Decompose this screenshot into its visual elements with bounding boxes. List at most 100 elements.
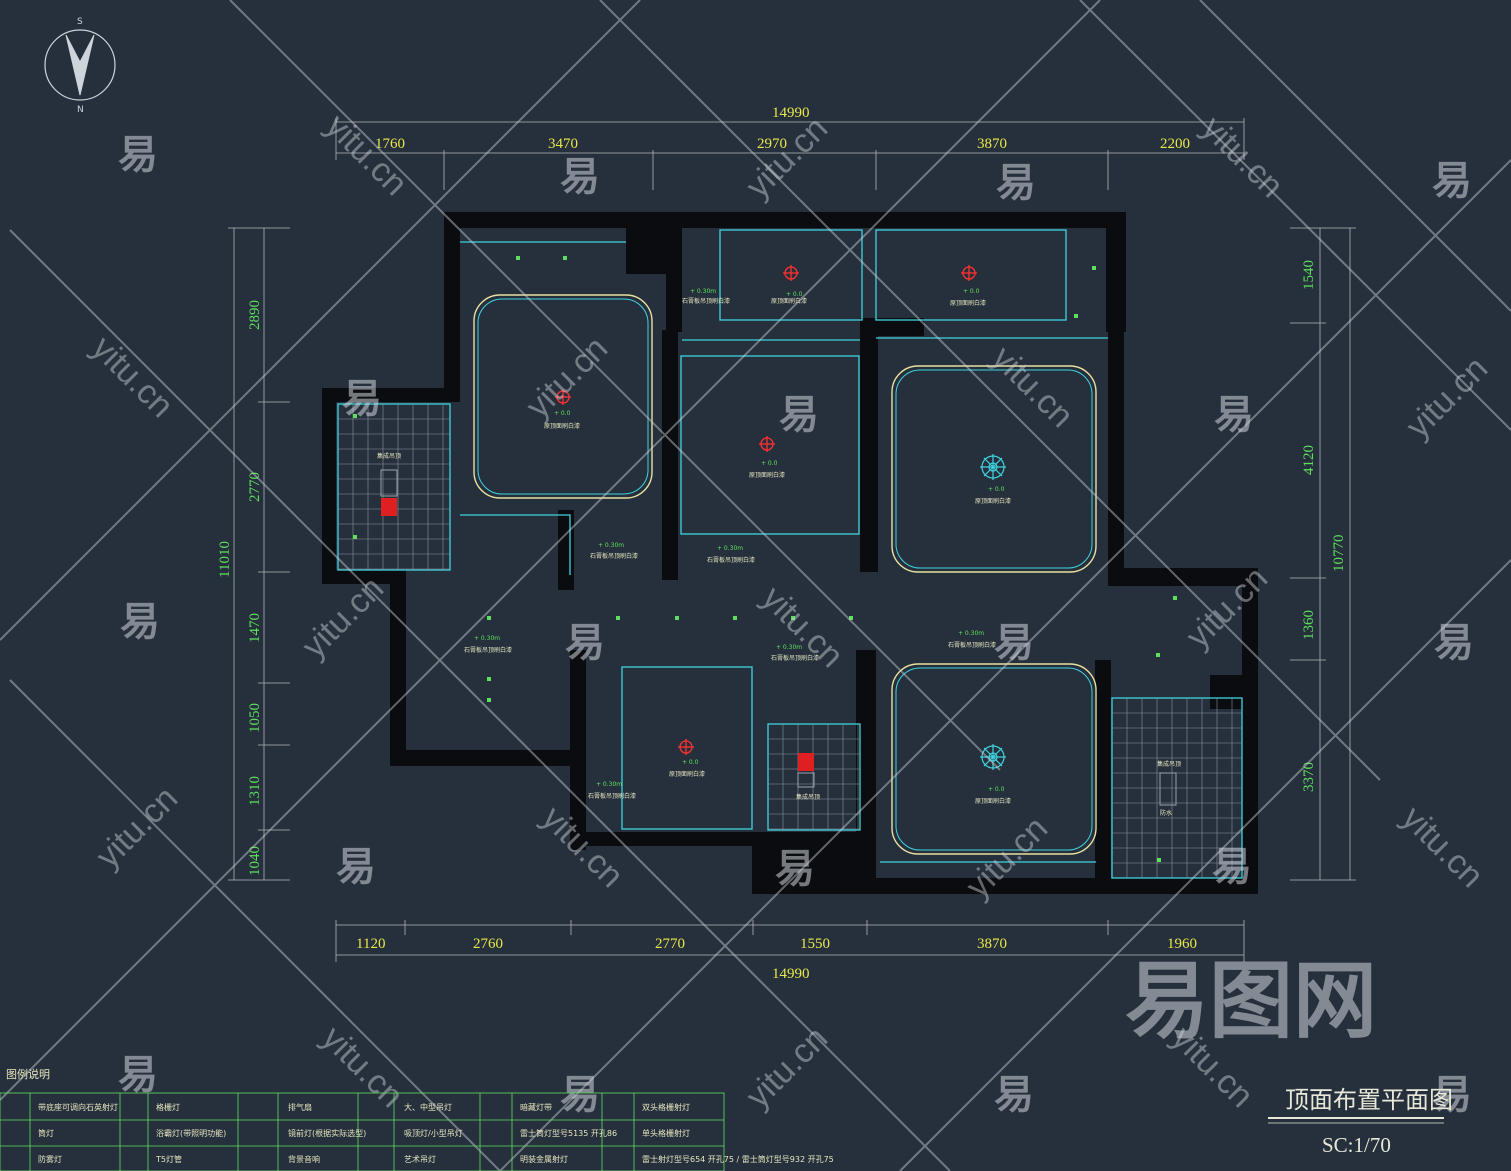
dim-right-total: 10770 bbox=[1331, 535, 1347, 573]
height-mark: + 0.0 bbox=[682, 759, 699, 766]
dim-bottom-4: 1550 bbox=[800, 936, 830, 952]
spotlight-icon bbox=[616, 616, 620, 620]
room-note: 原顶面刷白漆 bbox=[669, 770, 705, 778]
legend-item-label: 雷士射灯型号654 开孔75 / 雷士筒灯型号932 开孔75 bbox=[642, 1154, 834, 1164]
legend-item-label: 防雾灯 bbox=[38, 1154, 62, 1164]
dimension-lines bbox=[228, 118, 1356, 962]
compass-top-letter: S bbox=[77, 17, 83, 27]
exhaust-panel-icon bbox=[1159, 772, 1177, 806]
spotlight-icon bbox=[516, 256, 520, 260]
dim-right-4: 3370 bbox=[1301, 762, 1317, 792]
svg-text:易: 易 bbox=[1434, 620, 1474, 666]
dim-top-4: 3870 bbox=[977, 136, 1007, 152]
chandelier-icon bbox=[980, 744, 1006, 770]
room-note: 原顶面刷白漆 bbox=[975, 797, 1011, 805]
dim-right-3: 1360 bbox=[1301, 610, 1317, 640]
room-note: 石膏板吊顶刷白漆 bbox=[771, 654, 819, 662]
coffered-ceilings bbox=[473, 294, 1097, 855]
svg-text:易: 易 bbox=[118, 132, 158, 178]
legend-item-label: 镜前灯(根据实际选型) bbox=[288, 1128, 366, 1138]
dim-top-5: 2200 bbox=[1160, 136, 1190, 152]
svg-text:yitu.cn: yitu.cn bbox=[739, 109, 835, 205]
svg-text:yitu.cn: yitu.cn bbox=[318, 107, 414, 203]
chandelier-icon bbox=[980, 454, 1006, 480]
height-mark: + 0.30m bbox=[776, 644, 802, 651]
compass-bottom-letter: N bbox=[77, 105, 84, 115]
svg-text:易: 易 bbox=[560, 154, 600, 200]
legend-item-label: 筒灯 bbox=[38, 1128, 54, 1138]
room-note: 原顶面刷白漆 bbox=[749, 471, 785, 479]
room-note: 集成吊顶 bbox=[1157, 760, 1181, 768]
height-mark: + 0.30m bbox=[958, 630, 984, 637]
height-mark: + 0.30m bbox=[690, 288, 716, 295]
svg-text:易: 易 bbox=[565, 620, 605, 666]
spotlight-icon bbox=[353, 535, 357, 539]
ceiling-lamp-icon bbox=[678, 739, 694, 755]
spotlight-icon bbox=[1092, 266, 1096, 270]
legend-item-label: 格栅灯 bbox=[156, 1102, 180, 1112]
bath-heater-icon bbox=[798, 753, 814, 771]
spotlight-icon bbox=[1173, 596, 1177, 600]
svg-text:易: 易 bbox=[996, 160, 1036, 206]
drawing-scale: SC:1/70 bbox=[1322, 1133, 1391, 1157]
spotlight-icon bbox=[791, 616, 795, 620]
room-note: 原顶面刷白漆 bbox=[975, 497, 1011, 505]
svg-text:易: 易 bbox=[342, 376, 382, 422]
svg-text:易: 易 bbox=[336, 844, 376, 890]
dim-bottom-total: 14990 bbox=[772, 966, 810, 982]
legend-item-label: 排气扇 bbox=[288, 1102, 312, 1112]
svg-text:易: 易 bbox=[775, 846, 815, 892]
svg-text:yitu.cn: yitu.cn bbox=[984, 339, 1080, 435]
brand-watermark: 易图网 bbox=[1125, 952, 1377, 1050]
legend-item-label: 大、中型吊灯 bbox=[404, 1102, 452, 1112]
room-note: 原顶面刷白漆 bbox=[950, 299, 986, 307]
height-mark: + 0.0 bbox=[988, 786, 1005, 793]
height-mark: + 0.30m bbox=[474, 635, 500, 642]
legend: 图例说明 带底座可调向石英射灯格栅灯排气扇大、中型吊灯暗藏灯带双头格栅射灯筒灯浴… bbox=[0, 1067, 834, 1171]
dim-top-2: 3470 bbox=[548, 136, 578, 152]
dim-bottom-1: 1120 bbox=[356, 936, 385, 952]
svg-text:yitu.cn: yitu.cn bbox=[84, 329, 180, 425]
dim-bottom-6: 1960 bbox=[1167, 936, 1197, 952]
svg-text:yitu.cn: yitu.cn bbox=[89, 779, 185, 875]
svg-text:易: 易 bbox=[994, 1072, 1034, 1118]
dim-right-2: 4120 bbox=[1301, 445, 1317, 475]
legend-item-label: 浴霸灯(带照明功能) bbox=[156, 1128, 226, 1138]
height-mark: + 0.30m bbox=[598, 542, 624, 549]
legend-item-label: 单头格栅射灯 bbox=[642, 1128, 690, 1138]
room-note: 石膏板吊顶刷白漆 bbox=[588, 792, 636, 800]
spotlight-icon bbox=[849, 616, 853, 620]
dim-left-total: 11010 bbox=[217, 541, 233, 578]
legend-item-label: 带底座可调向石英射灯 bbox=[38, 1102, 118, 1112]
room-note: 石膏板吊顶刷白漆 bbox=[682, 297, 730, 305]
exhaust-panel-icon bbox=[380, 469, 398, 497]
dim-left-6: 1040 bbox=[247, 846, 263, 876]
dim-top-3: 2970 bbox=[757, 136, 787, 152]
height-mark: + 0.30m bbox=[596, 781, 622, 788]
svg-text:易: 易 bbox=[1214, 392, 1254, 438]
dim-bottom-5: 3870 bbox=[977, 936, 1007, 952]
room-note: 集成吊顶 bbox=[377, 452, 401, 460]
dim-top-1: 1760 bbox=[375, 136, 405, 152]
height-mark: + 0.0 bbox=[761, 460, 778, 467]
bath-heater-icon bbox=[381, 498, 397, 516]
legend-title: 图例说明 bbox=[6, 1067, 50, 1081]
svg-text:易: 易 bbox=[994, 620, 1034, 666]
spotlight-icon bbox=[353, 414, 357, 418]
svg-text:yitu.cn: yitu.cn bbox=[1194, 109, 1290, 205]
ceiling-lamp-icon bbox=[759, 436, 775, 452]
spotlight-icon bbox=[487, 616, 491, 620]
svg-text:易: 易 bbox=[779, 392, 819, 438]
spotlight-icon bbox=[563, 256, 567, 260]
svg-text:易: 易 bbox=[1432, 158, 1472, 204]
drawing-title: 顶面布置平面图 bbox=[1285, 1087, 1453, 1114]
tiled-ceiling-grids bbox=[338, 404, 1242, 878]
svg-text:易: 易 bbox=[1212, 844, 1252, 890]
legend-item-label: 双头格栅射灯 bbox=[642, 1102, 690, 1112]
legend-item-label: T5灯管 bbox=[155, 1154, 182, 1164]
dim-bottom-2: 2760 bbox=[473, 936, 503, 952]
height-mark: + 0.0 bbox=[988, 486, 1005, 493]
spotlight-icon bbox=[487, 677, 491, 681]
svg-text:yitu.cn: yitu.cn bbox=[1394, 799, 1490, 895]
